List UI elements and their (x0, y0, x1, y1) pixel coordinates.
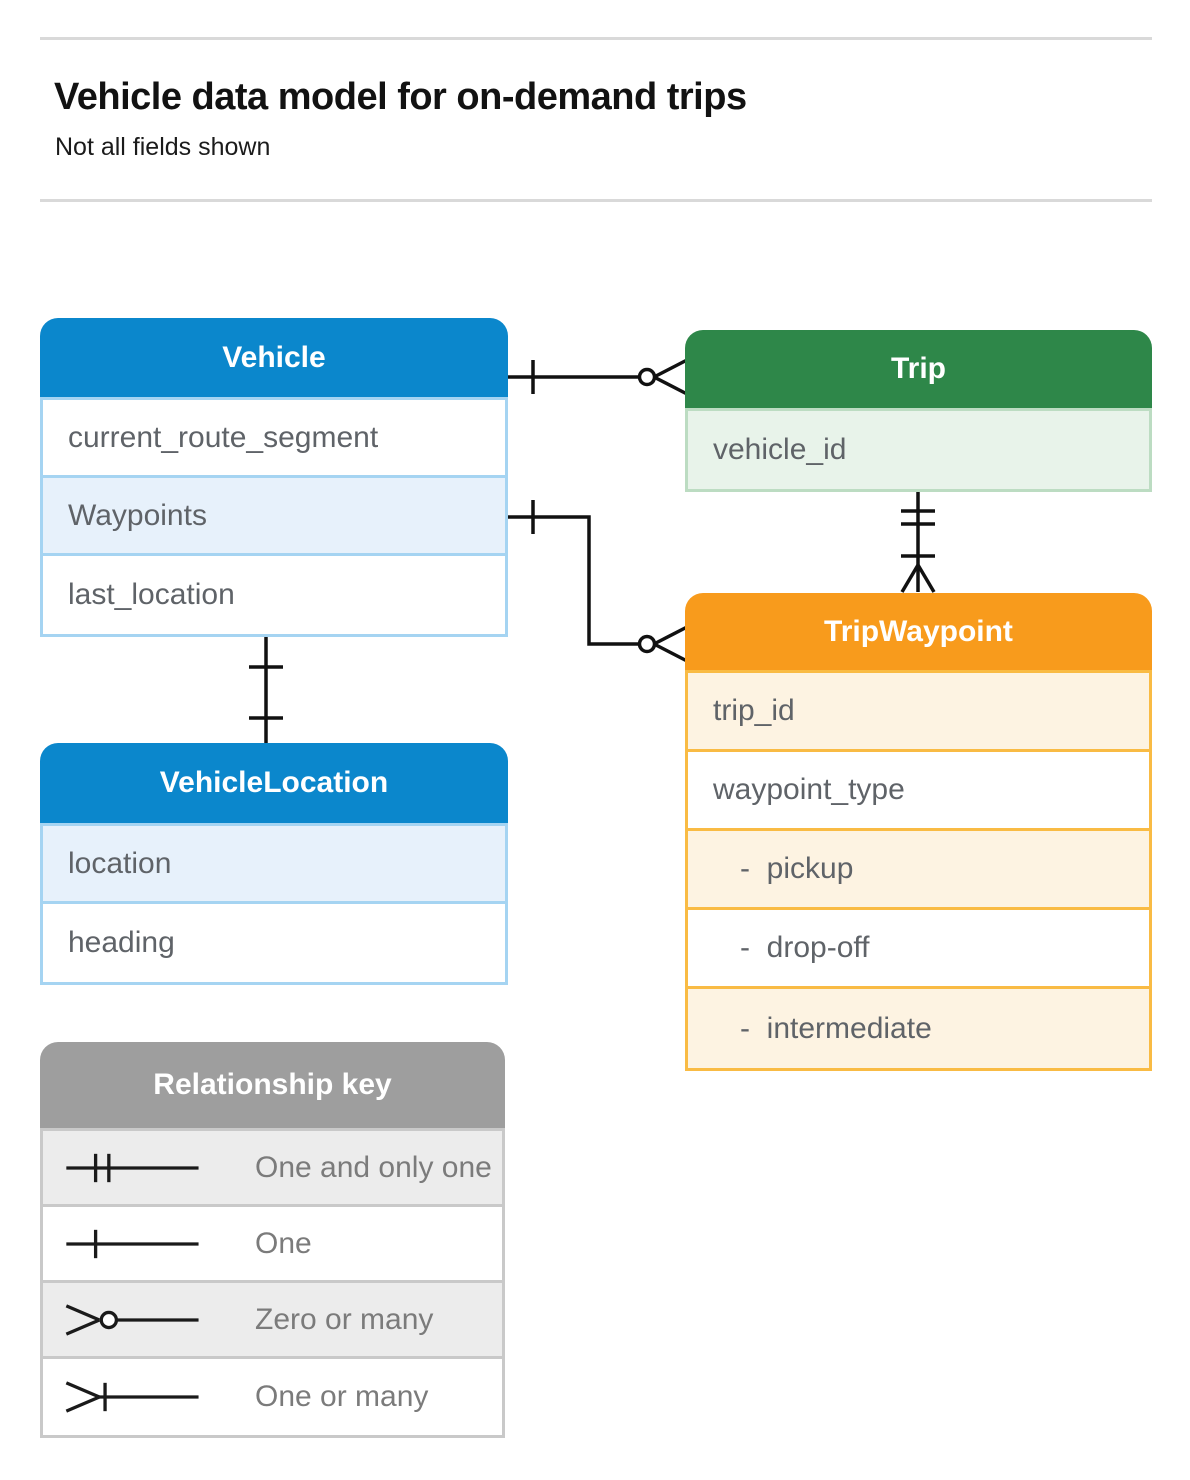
relationship-key: Relationship key One and only one One (40, 1042, 505, 1438)
entity-vehicle-title: Vehicle (40, 318, 508, 397)
one-and-only-one-icon (66, 1153, 199, 1182)
field-waypoint-type: waypoint_type (688, 752, 1149, 831)
top-divider (40, 37, 1152, 40)
relationship-key-body: One and only one One Zero or many (40, 1128, 505, 1438)
subtitle-divider (40, 199, 1152, 202)
connector-vehicle-trip (508, 358, 688, 396)
entity-trip-title: Trip (685, 330, 1152, 408)
field-location: location (43, 826, 505, 904)
entity-tripwaypoint-title: TripWaypoint (685, 593, 1152, 670)
enum-intermediate: - intermediate (688, 989, 1149, 1068)
entity-vehicle: Vehicle current_route_segment Waypoints … (40, 318, 508, 637)
entity-tripwaypoint-body: trip_id waypoint_type - pickup - drop-of… (685, 670, 1152, 1071)
field-waypoints: Waypoints (43, 478, 505, 556)
connector-trip-tripwaypoint (900, 489, 936, 593)
field-current-route-segment: current_route_segment (43, 400, 505, 478)
field-last-location: last_location (43, 556, 505, 634)
key-label: One and only one (255, 1150, 492, 1184)
key-row-one: One (43, 1207, 502, 1283)
entity-vehiclelocation-body: location heading (40, 823, 508, 985)
key-label: One (255, 1226, 312, 1260)
one-or-many-icon (65, 1381, 199, 1413)
key-row-one-or-many: One or many (43, 1359, 502, 1435)
key-label: Zero or many (255, 1302, 434, 1336)
entity-vehicle-body: current_route_segment Waypoints last_loc… (40, 397, 508, 637)
key-label: One or many (255, 1380, 429, 1413)
entity-tripwaypoint: TripWaypoint trip_id waypoint_type - pic… (685, 593, 1152, 1071)
field-heading: heading (43, 904, 505, 982)
entity-vehiclelocation: VehicleLocation location heading (40, 743, 508, 985)
connector-waypoints-tripwaypoint (508, 500, 688, 663)
entity-vehiclelocation-title: VehicleLocation (40, 743, 508, 823)
entity-trip-body: vehicle_id (685, 408, 1152, 492)
connector-vehicle-vehiclelocation (249, 637, 283, 743)
field-trip-id: trip_id (688, 673, 1149, 752)
relationship-key-title: Relationship key (40, 1042, 505, 1128)
enum-drop-off: - drop-off (688, 910, 1149, 989)
one-icon (66, 1229, 199, 1258)
entity-trip: Trip vehicle_id (685, 330, 1152, 492)
page-subtitle: Not all fields shown (55, 133, 271, 161)
enum-pickup: - pickup (688, 831, 1149, 910)
field-vehicle-id: vehicle_id (688, 411, 1149, 489)
page-title: Vehicle data model for on-demand trips (54, 76, 747, 118)
key-row-zero-or-many: Zero or many (43, 1283, 502, 1359)
zero-or-many-icon (65, 1303, 199, 1336)
key-row-one-and-only-one: One and only one (43, 1131, 502, 1207)
